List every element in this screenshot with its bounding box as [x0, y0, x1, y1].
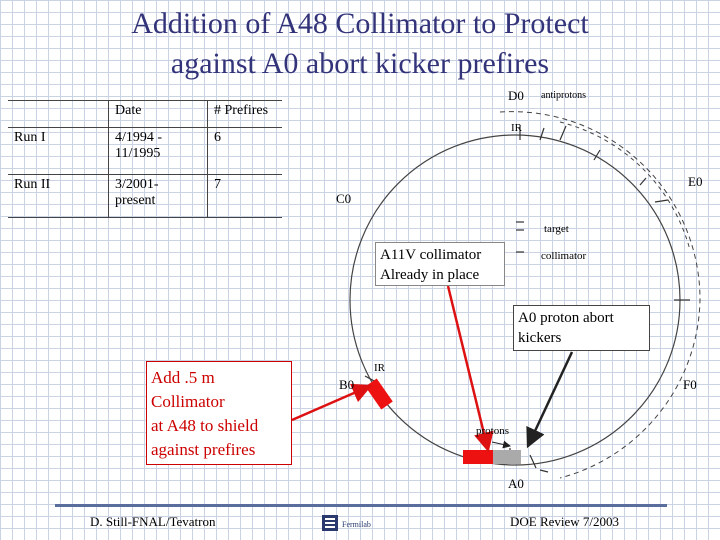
a0-callout-line1: A0 proton abort	[518, 310, 614, 326]
a11v-callout-line1: A11V collimator	[380, 247, 482, 263]
add-callout-line1: Add .5 m	[151, 368, 215, 387]
a0-callout-line2: kickers	[518, 330, 562, 346]
label-antiprotons: antiprotons	[541, 90, 586, 101]
add-collimator-callout: Add .5 m Collimator at A48 to shield aga…	[146, 361, 292, 465]
a0-kicker-grey	[493, 450, 521, 464]
label-d0: D0	[508, 88, 524, 103]
a0-kicker-arrow	[526, 351, 574, 449]
add-collimator-arrow	[291, 383, 373, 422]
header-cell-run	[8, 100, 109, 128]
cell-date: 3/2001- present	[108, 174, 208, 218]
title-line-2: against A0 abort kicker prefires	[170, 47, 550, 80]
ring-ticks	[364, 125, 690, 473]
a11v-callout: A11V collimator Already in place	[375, 242, 505, 286]
protons-arrow	[491, 440, 511, 449]
prefires-table: Date # Prefires Run I 4/1994 - 11/1995 6…	[8, 100, 282, 218]
a0-kicker-red	[463, 450, 493, 464]
label-e0: E0	[688, 174, 702, 189]
a48-collimator	[365, 378, 393, 410]
cell-prefires: 6	[207, 127, 282, 175]
footer-author: D. Still-FNAL/Tevatron	[90, 514, 216, 529]
label-ir-top: IR	[511, 122, 523, 134]
antiproton-path-arc	[499, 111, 701, 479]
cell-prefires: 7	[207, 174, 282, 218]
fermilab-logo: Fermilab	[322, 515, 371, 531]
cell-run: Run II	[8, 174, 109, 218]
footer-divider	[55, 504, 667, 507]
fermilab-logo-text: Fermilab	[342, 520, 371, 529]
add-callout-line4: against prefires	[151, 440, 256, 459]
add-callout-line3: at A48 to shield	[151, 416, 259, 435]
header-cell-date: Date	[108, 100, 208, 128]
a11v-arrow	[446, 285, 494, 453]
cell-date-line2: present	[115, 193, 156, 208]
label-protons: protons	[476, 425, 509, 437]
table-row: Run I 4/1994 - 11/1995 6	[8, 127, 282, 175]
table-header-row: Date # Prefires	[8, 100, 282, 128]
cell-date-line2: 11/1995	[115, 146, 161, 161]
add-callout-line2: Collimator	[151, 392, 225, 411]
a0-kicker-callout: A0 proton abort kickers	[513, 305, 650, 351]
table-row: Run II 3/2001- present 7	[8, 174, 282, 218]
label-target: target	[544, 223, 569, 235]
cell-date: 4/1994 - 11/1995	[108, 127, 208, 175]
a11v-callout-line2: Already in place	[380, 267, 480, 283]
title-line-1: Addition of A48 Collimator to Protect	[131, 7, 589, 40]
header-cell-prefires: # Prefires	[207, 100, 282, 128]
label-b0: B0	[339, 377, 354, 392]
cell-run: Run I	[8, 127, 109, 175]
label-f0: F0	[683, 377, 697, 392]
footer-event: DOE Review 7/2003	[510, 514, 620, 529]
label-a0: A0	[508, 476, 524, 491]
label-collimator: collimator	[541, 250, 587, 262]
cell-date-line1: 4/1994 -	[115, 130, 163, 145]
cell-date-line1: 3/2001-	[115, 177, 159, 192]
label-c0: C0	[336, 191, 351, 206]
antiproton-path-arc-inner	[559, 121, 691, 251]
label-ir-left: IR	[374, 362, 386, 374]
slide-title: Addition of A48 Collimator to Protect ag…	[0, 4, 720, 84]
main-ring	[349, 134, 681, 466]
